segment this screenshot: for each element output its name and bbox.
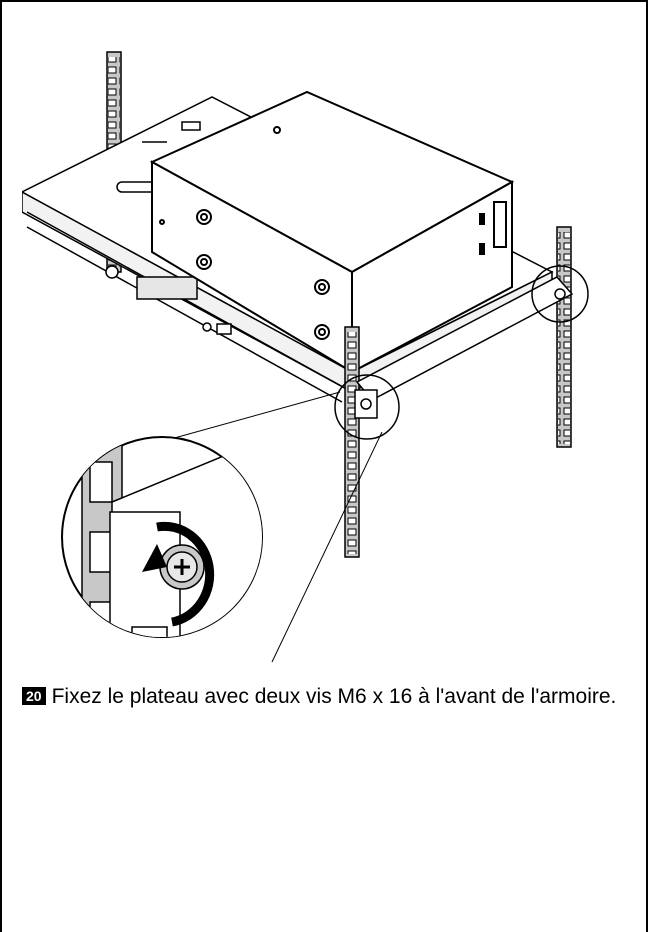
- rack-tray-screw-illustration: [22, 51, 589, 663]
- step-number-badge: 20: [22, 687, 46, 705]
- step-text: Fixez le plateau avec deux vis M6 x 16 à…: [51, 685, 617, 708]
- front-rack-rail-right: [556, 226, 572, 448]
- magnified-screw-detail: [61, 436, 263, 638]
- rotate-clockwise-arrow-icon: [156, 521, 215, 627]
- callout-circle-right: [531, 265, 589, 323]
- instruction-text: 20 Fixez le plateau avec deux vis M6 x 16…: [22, 682, 622, 711]
- tray-front-bracket: [354, 276, 574, 419]
- front-rack-rail-left: [344, 326, 360, 558]
- server-unit: [149, 90, 515, 374]
- callout-circle-left: [334, 374, 400, 440]
